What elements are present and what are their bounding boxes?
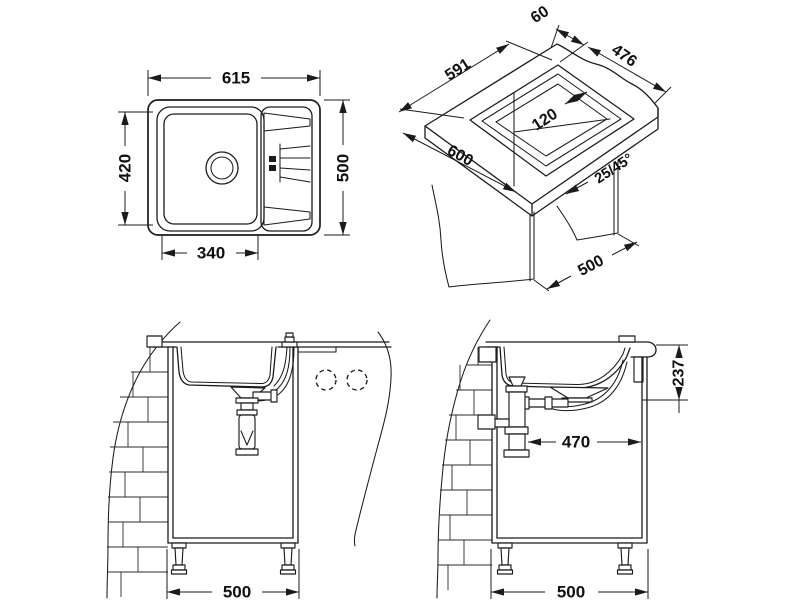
knockout-hole [315, 369, 337, 391]
knockout-hole [346, 369, 368, 391]
worktop-width-label: 600 [444, 142, 476, 170]
base-unit-width-label: 500 [223, 583, 251, 600]
drain-outer [205, 151, 239, 185]
dim-overall-width: 615 [147, 69, 321, 96]
bowl-section-outer [176, 346, 277, 388]
tap-hole-plug [618, 335, 636, 343]
front-section-view: 500 [106, 321, 392, 600]
worktop-front-left-edge [424, 125, 533, 217]
adjustable-leg [279, 542, 297, 575]
dim-worktop-depth: 500 [533, 233, 640, 292]
plan-overall-width-label: 615 [222, 69, 250, 88]
fixing-bracket [633, 356, 644, 383]
worktop-depth-label: 500 [575, 252, 607, 280]
plan-bowl-depth-label: 420 [116, 154, 135, 182]
wall-corner-block [146, 335, 163, 348]
base-cabinet [167, 346, 299, 544]
drain-inner [210, 156, 234, 180]
edge-offset-label: 60 [528, 3, 552, 27]
plan-overall-depth-label: 500 [334, 154, 353, 182]
wall-outline [106, 321, 181, 599]
dim-bowl-width: 340 [161, 235, 259, 263]
bowl-section-inner [180, 346, 273, 385]
brick-hatching-side [438, 347, 492, 590]
waste-trap-front [230, 386, 278, 456]
dim-base-unit-depth: 500 [490, 549, 649, 600]
bowl-bottom-edge [513, 118, 611, 133]
adjustable-leg [616, 542, 634, 575]
drainboard-ridges [263, 112, 311, 226]
dim-mounting-depth: 237 [642, 344, 688, 413]
adjustable-leg [170, 542, 188, 575]
dim-base-unit-width: 500 [166, 549, 300, 600]
cutout-length-label: 591 [442, 56, 474, 85]
brick-hatching [107, 347, 168, 597]
dim-bowl-depth: 420 [116, 111, 153, 226]
dim-overall-depth: 500 [324, 99, 353, 236]
sink-outline [147, 99, 321, 236]
worktop-end-cap [630, 341, 657, 358]
plan-view: 615 500 420 340 [116, 69, 353, 263]
adjustable-leg [496, 542, 514, 575]
bowl-rim [156, 106, 265, 232]
bowl-inner [163, 113, 258, 225]
wall-drain-socket [477, 414, 496, 430]
wall-bracket [478, 346, 497, 363]
dim-edge-offset: 60 [528, 3, 589, 63]
mounting-depth-label: 237 [671, 360, 688, 387]
cabinet-panels-iso [431, 159, 619, 288]
overflow-fitting [281, 332, 298, 348]
dim-waste-clearance: 470 [528, 433, 641, 452]
break-line-right [353, 331, 392, 547]
waste-clearance-label: 470 [562, 433, 590, 452]
tap-hole-icon [269, 165, 276, 171]
drainboard-panel [260, 106, 313, 232]
cutout-width-label: 476 [608, 41, 640, 70]
wall-outline-side [436, 319, 491, 599]
tap-hole-icon [269, 156, 276, 162]
waste-trap-side [477, 346, 609, 458]
base-unit-depth-label: 500 [557, 583, 585, 600]
side-section-view: 237 470 500 [436, 319, 688, 600]
cutout-isometric-view: 591 60 476 120 600 25/45° [398, 3, 672, 292]
bowl-section-side-inner [503, 346, 626, 386]
dim-cutout-length: 591 [398, 40, 553, 119]
cutout-hole [469, 64, 635, 177]
rim-clamp [297, 346, 337, 353]
plan-bowl-width-label: 340 [197, 244, 225, 263]
dim-cutout-width: 476 [587, 41, 672, 104]
dim-edge-profile: 25/45° [565, 151, 636, 195]
cutout-ledge [481, 73, 622, 167]
bowl-rim-gap-label: 120 [529, 106, 561, 135]
